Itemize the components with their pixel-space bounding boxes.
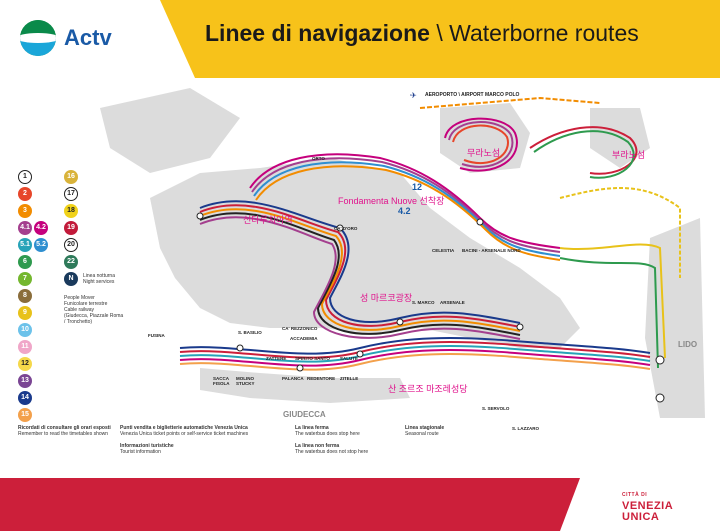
title-italian: Linee di navigazione (205, 20, 430, 46)
route-bundle-murano (444, 117, 518, 172)
header-yellow-band (160, 0, 720, 78)
place-accademia: ACCADEMIA (290, 336, 318, 341)
annotation-santa-lucia: 신타루치아역 (243, 215, 293, 225)
legend-line-14-icon: 14 (18, 390, 32, 405)
place-ca-rezzonico: CA' REZZONICO (282, 326, 318, 331)
airport-label: AEROPORTO \ AIRPORT MARCO POLO (425, 92, 520, 98)
route-bundle-lido (559, 187, 681, 369)
annotation-san-giorgio: 산 조르조 마조레성당 (388, 384, 468, 394)
brand-name: Actv (64, 25, 112, 50)
place-redentore: REDENTORE (307, 376, 336, 381)
page-title: Linee di navigazione \ Waterborne routes (205, 20, 639, 47)
legend-line-7-icon: 7 (18, 271, 32, 286)
route-bundle-grand-canal (199, 200, 521, 340)
stops (196, 212, 665, 403)
place-s-lazzaro: S. LAZZARO (512, 426, 539, 431)
route-map (100, 88, 705, 418)
annotation-san-marco-square: 성 마르코광장 (360, 293, 413, 303)
place-s-servolo: S. SERVOLO (482, 406, 510, 411)
route-label-4-2: 4.2 (398, 206, 411, 216)
place-s-marco: S. MARCO (412, 300, 435, 305)
legend-line-9-icon: 9 (18, 305, 32, 320)
legend-line-15-icon: 15 (18, 407, 32, 422)
actv-logo-icon (20, 20, 56, 56)
legend-line-17-icon: 17 (64, 186, 78, 201)
place-giudecca: GIUDECCA (283, 410, 326, 419)
legend-line-2-icon: 2 (18, 186, 32, 201)
place-spirito-santo: SPIRITO SANTO (295, 356, 330, 361)
place-lido: LIDO (678, 340, 698, 349)
legend-line-3-icon: 3 (18, 203, 32, 218)
place-ca-doro: CA' D'ORO (334, 226, 358, 231)
place-s-basilio: S. BASILIO (238, 330, 262, 335)
legend-line-5-2-icon: 5.2 (34, 237, 48, 252)
giudecca-island (200, 368, 410, 403)
mainland-top (100, 88, 240, 173)
header: Actv Linee di navigazione \ Waterborne r… (0, 0, 720, 78)
actv-logo: Actv (20, 20, 112, 56)
place-bacini: BACINI - ARSENALE NORD (462, 248, 521, 253)
venezia-unica-logo: CITTÀ DI VENEZIA UNICA (622, 492, 674, 523)
legend-people-mover: People Mover Funicolare terrestre Cable … (64, 295, 124, 325)
lido-island (645, 218, 705, 418)
footer-timetable-note: Ricordati di consultare gli orari espost… (18, 425, 111, 437)
legend-line-6-icon: 6 (18, 254, 32, 269)
legend-line-4-2-icon: 4.2 (34, 220, 48, 235)
title-separator: \ (429, 20, 450, 46)
legend-line-5-1-icon: 5.1 (18, 237, 32, 252)
place-palanca: PALANCA (282, 376, 304, 381)
route-bundle-north (249, 153, 561, 261)
venice-main-island (150, 158, 580, 348)
annotation-fondamenta-nuove: Fondamenta Nuove 선착장 (338, 196, 445, 206)
route-bundle-burano (529, 126, 638, 179)
route-bundle-south (179, 337, 651, 371)
place-celestia: CELESTIA (432, 248, 455, 253)
place-salute: SALUTE (340, 356, 358, 361)
route-label-12: 12 (412, 182, 423, 192)
legend-line-1-icon: 1 (18, 169, 32, 184)
place-zitelle: ZITELLE (340, 376, 359, 381)
place-orto: ORTO (312, 156, 325, 161)
footer-white-wedge (560, 478, 720, 531)
legend-line-8-icon: 8 (18, 288, 32, 303)
place-sacca-fisola: SACCA FISOLA (213, 376, 230, 386)
legend-line-18-icon: 18 (64, 203, 78, 218)
legend-line-12-icon: 12 (18, 356, 32, 371)
place-arsenale: ARSENALE (440, 300, 465, 305)
footer-ticket-points: Punti vendita e biglietterie automatiche… (120, 425, 249, 455)
legend-line-4-1-icon: 4.1 (18, 220, 32, 235)
route-airport (419, 96, 601, 109)
legend-line-11-icon: 11 (18, 339, 32, 354)
place-fusina: FUSINA (148, 333, 165, 338)
legend-line-22-icon: 22 (64, 254, 78, 269)
legend-line-16-icon: 16 (64, 169, 78, 184)
legend-line-19-icon: 19 (64, 220, 78, 235)
place-zattere: ZATTERE (266, 356, 287, 361)
annotation-murano: 무라노섬 (467, 148, 501, 158)
place-molino-stucky: MOLINO STUCKY (236, 376, 255, 386)
airplane-icon: ✈ (410, 91, 417, 100)
title-english: Waterborne routes (449, 20, 639, 46)
legend-line-10-icon: 10 (18, 322, 32, 337)
annotation-burano: 부라노섬 (612, 150, 646, 160)
legend-line-13-icon: 13 (18, 373, 32, 388)
legend-line-20-icon: 20 (64, 237, 78, 252)
legend-night-line-icon: N (64, 271, 78, 286)
